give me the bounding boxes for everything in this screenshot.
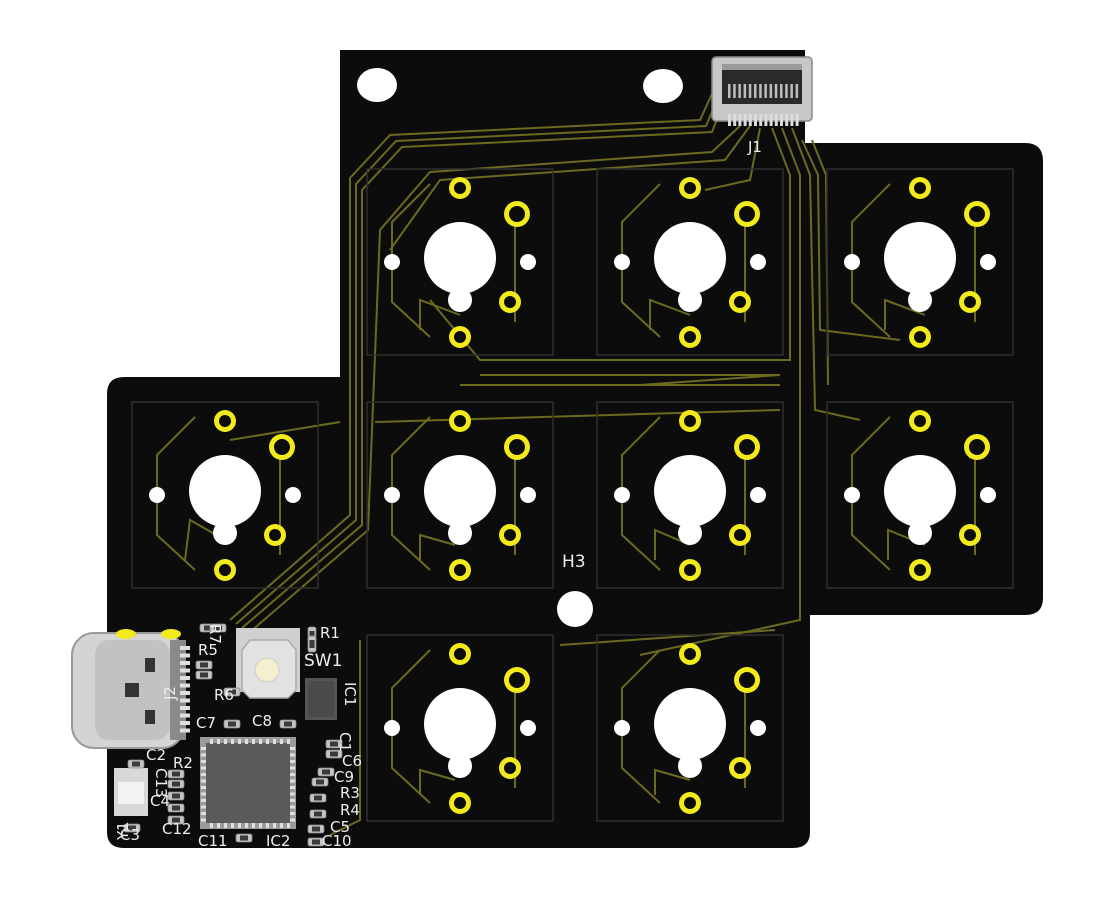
label-h3: H3 [562,552,586,572]
label-r1: R1 [320,624,340,642]
label-c7: C7 [196,714,216,732]
label-c4: C4 [150,792,170,810]
key-switch-key-3 [826,168,1014,356]
mounting-hole-top-right [643,69,683,103]
key-switch-key-4 [131,401,319,589]
reset-switch-sw1 [236,628,300,699]
usb-c-connector [71,629,190,749]
label-c9: C9 [334,768,354,786]
label-j2: J2 [161,686,179,701]
key-switch-key-2 [596,168,784,356]
silkscreen-labels: J1 H3 R1 SW1 IC1 R7 R5 J2 R6 C7 C8 C1 C6… [114,138,762,850]
label-r4: R4 [340,801,360,819]
label-c12: C12 [162,820,192,838]
label-c10: C10 [322,832,352,850]
label-sw1: SW1 [304,651,342,671]
label-y1: Y1 [114,821,132,841]
key-switch-key-1 [366,168,554,356]
label-j1: J1 [747,138,762,156]
label-r7: R7 [206,624,224,644]
label-c5: C5 [330,818,350,836]
key-switch-key-6 [596,401,784,589]
switch-footprints [131,168,1014,822]
label-r6: R6 [214,686,234,704]
label-c2: C2 [146,746,166,764]
key-switch-key-5 [366,401,554,589]
label-ic1: IC1 [341,682,359,706]
ic2-mcu [200,737,296,829]
label-r5: R5 [198,641,218,659]
fpc-connector-j1 [711,56,813,126]
label-c1: C1 [336,732,354,752]
crystal-y1 [114,768,148,816]
ic1-chip [305,678,337,720]
label-ic2: IC2 [266,832,290,850]
board-outline [107,50,1043,848]
label-c8: C8 [252,712,272,730]
label-c3: C3 [120,826,140,844]
mounting-hole-top-left [357,68,397,102]
key-switch-key-9 [596,634,784,822]
mounting-hole-h3 [557,591,593,627]
key-switch-key-7 [826,401,1014,589]
key-switch-key-8 [366,634,554,822]
passive-components [123,623,343,847]
label-c13: C13 [152,768,170,798]
label-c11: C11 [198,832,228,850]
label-c6: C6 [342,752,362,770]
label-r2: R2 [173,754,193,772]
label-r3: R3 [340,784,360,802]
